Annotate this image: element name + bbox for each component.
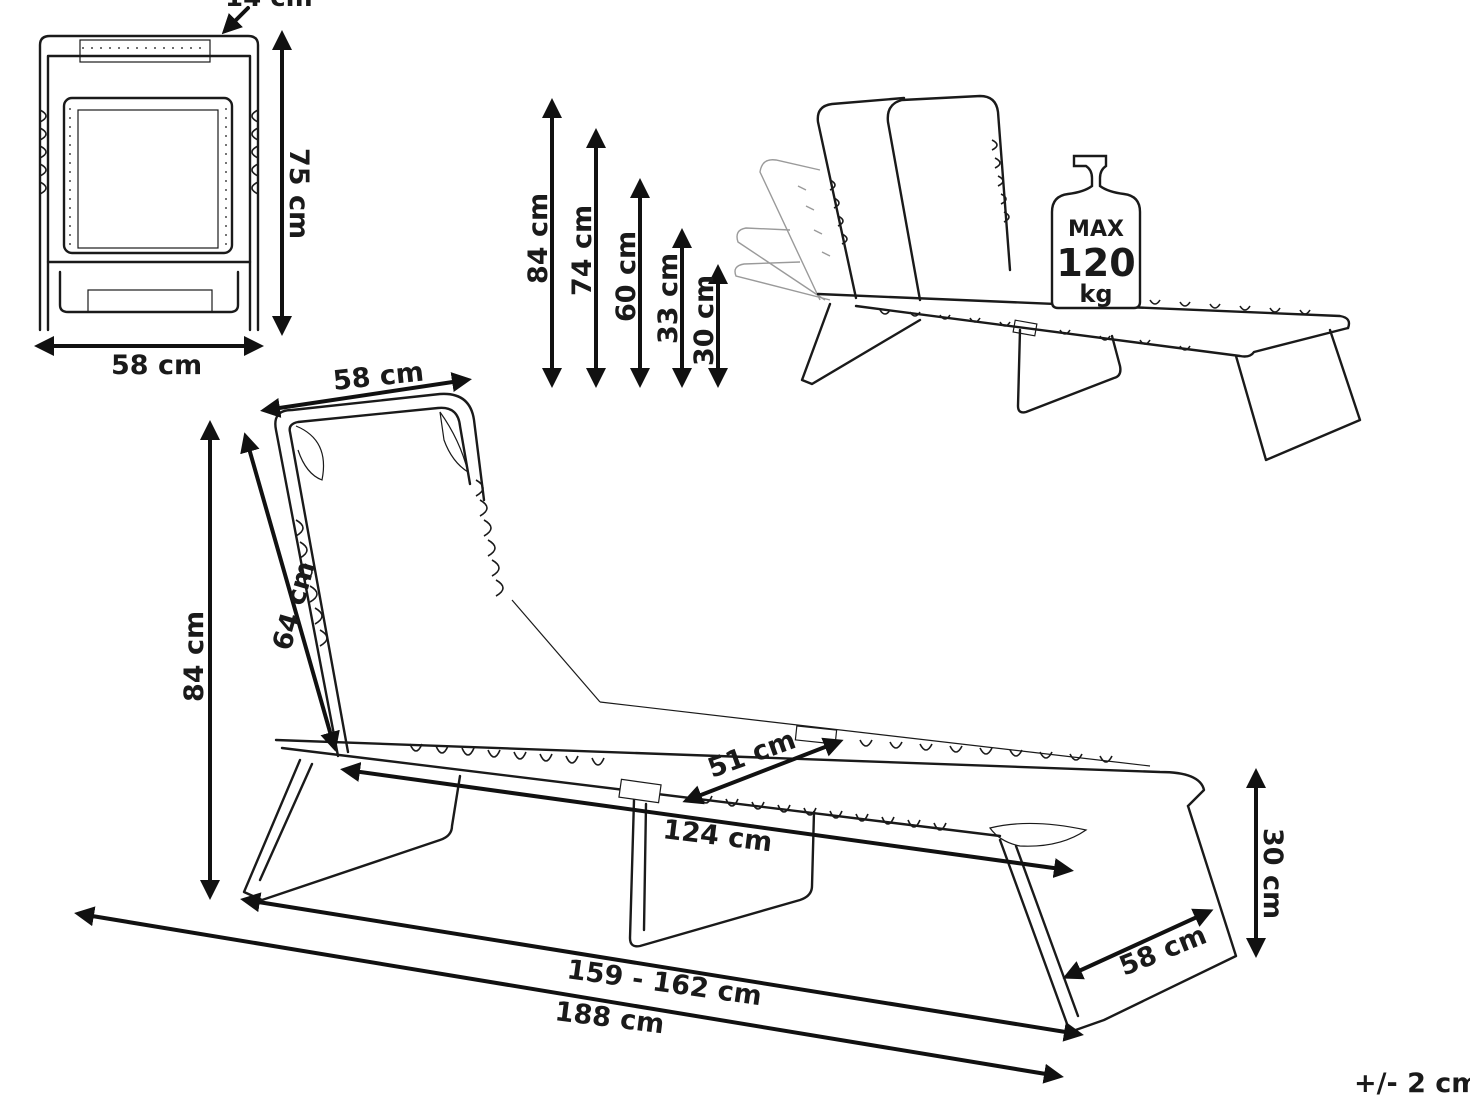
- main-view-dimensions: 58 cm 84 cm 64 cm 51 cm 124 cm 30 cm 58 …: [74, 357, 1288, 1084]
- foot-width-line: [1062, 908, 1214, 980]
- tolerance-note: +/- 2 cm: [1354, 1068, 1470, 1099]
- recline-positions-view: [734, 94, 1362, 462]
- backrest-height-scale: 84 cm 74 cm 60 cm 33 cm 30 cm: [523, 98, 728, 388]
- height-84-label: 84 cm: [523, 193, 554, 284]
- seat-length-label: 124 cm: [661, 814, 774, 858]
- backrest-width-line: [260, 372, 472, 418]
- max-weight-value: 120: [1056, 241, 1135, 285]
- backrest-length-label: 64 cm: [267, 558, 322, 654]
- top-view-frame: [38, 34, 260, 332]
- main-lounger-drawing: [242, 392, 1238, 1034]
- height-74-label: 74 cm: [567, 205, 598, 296]
- total-length-line: [74, 906, 1064, 1084]
- backrest-width-label: 58 cm: [331, 357, 425, 397]
- gap-arrow: [221, 6, 250, 35]
- max-weight-unit: kg: [1079, 280, 1112, 308]
- total-height-label: 84 cm: [179, 611, 210, 702]
- height-30-label: 30 cm: [689, 275, 720, 366]
- height-60-label: 60 cm: [611, 231, 642, 322]
- backrest-length-line: [240, 432, 340, 752]
- seat-height-label: 30 cm: [1257, 828, 1288, 919]
- top-view-depth-label: 75 cm: [283, 148, 314, 239]
- top-view-width-label: 58 cm: [111, 350, 202, 381]
- max-label: MAX: [1068, 217, 1124, 242]
- seat-length-line: [340, 762, 1074, 878]
- total-length-label: 188 cm: [553, 996, 666, 1040]
- foot-width-label: 58 cm: [1115, 920, 1211, 983]
- top-view-gap-label: 14 cm: [225, 0, 313, 13]
- top-view: 14 cm 75 cm 58 cm: [34, 0, 314, 381]
- height-33-label: 33 cm: [653, 253, 684, 344]
- max-weight-badge: MAX 120 kg: [1050, 154, 1142, 310]
- weight-icon: [1050, 154, 1142, 310]
